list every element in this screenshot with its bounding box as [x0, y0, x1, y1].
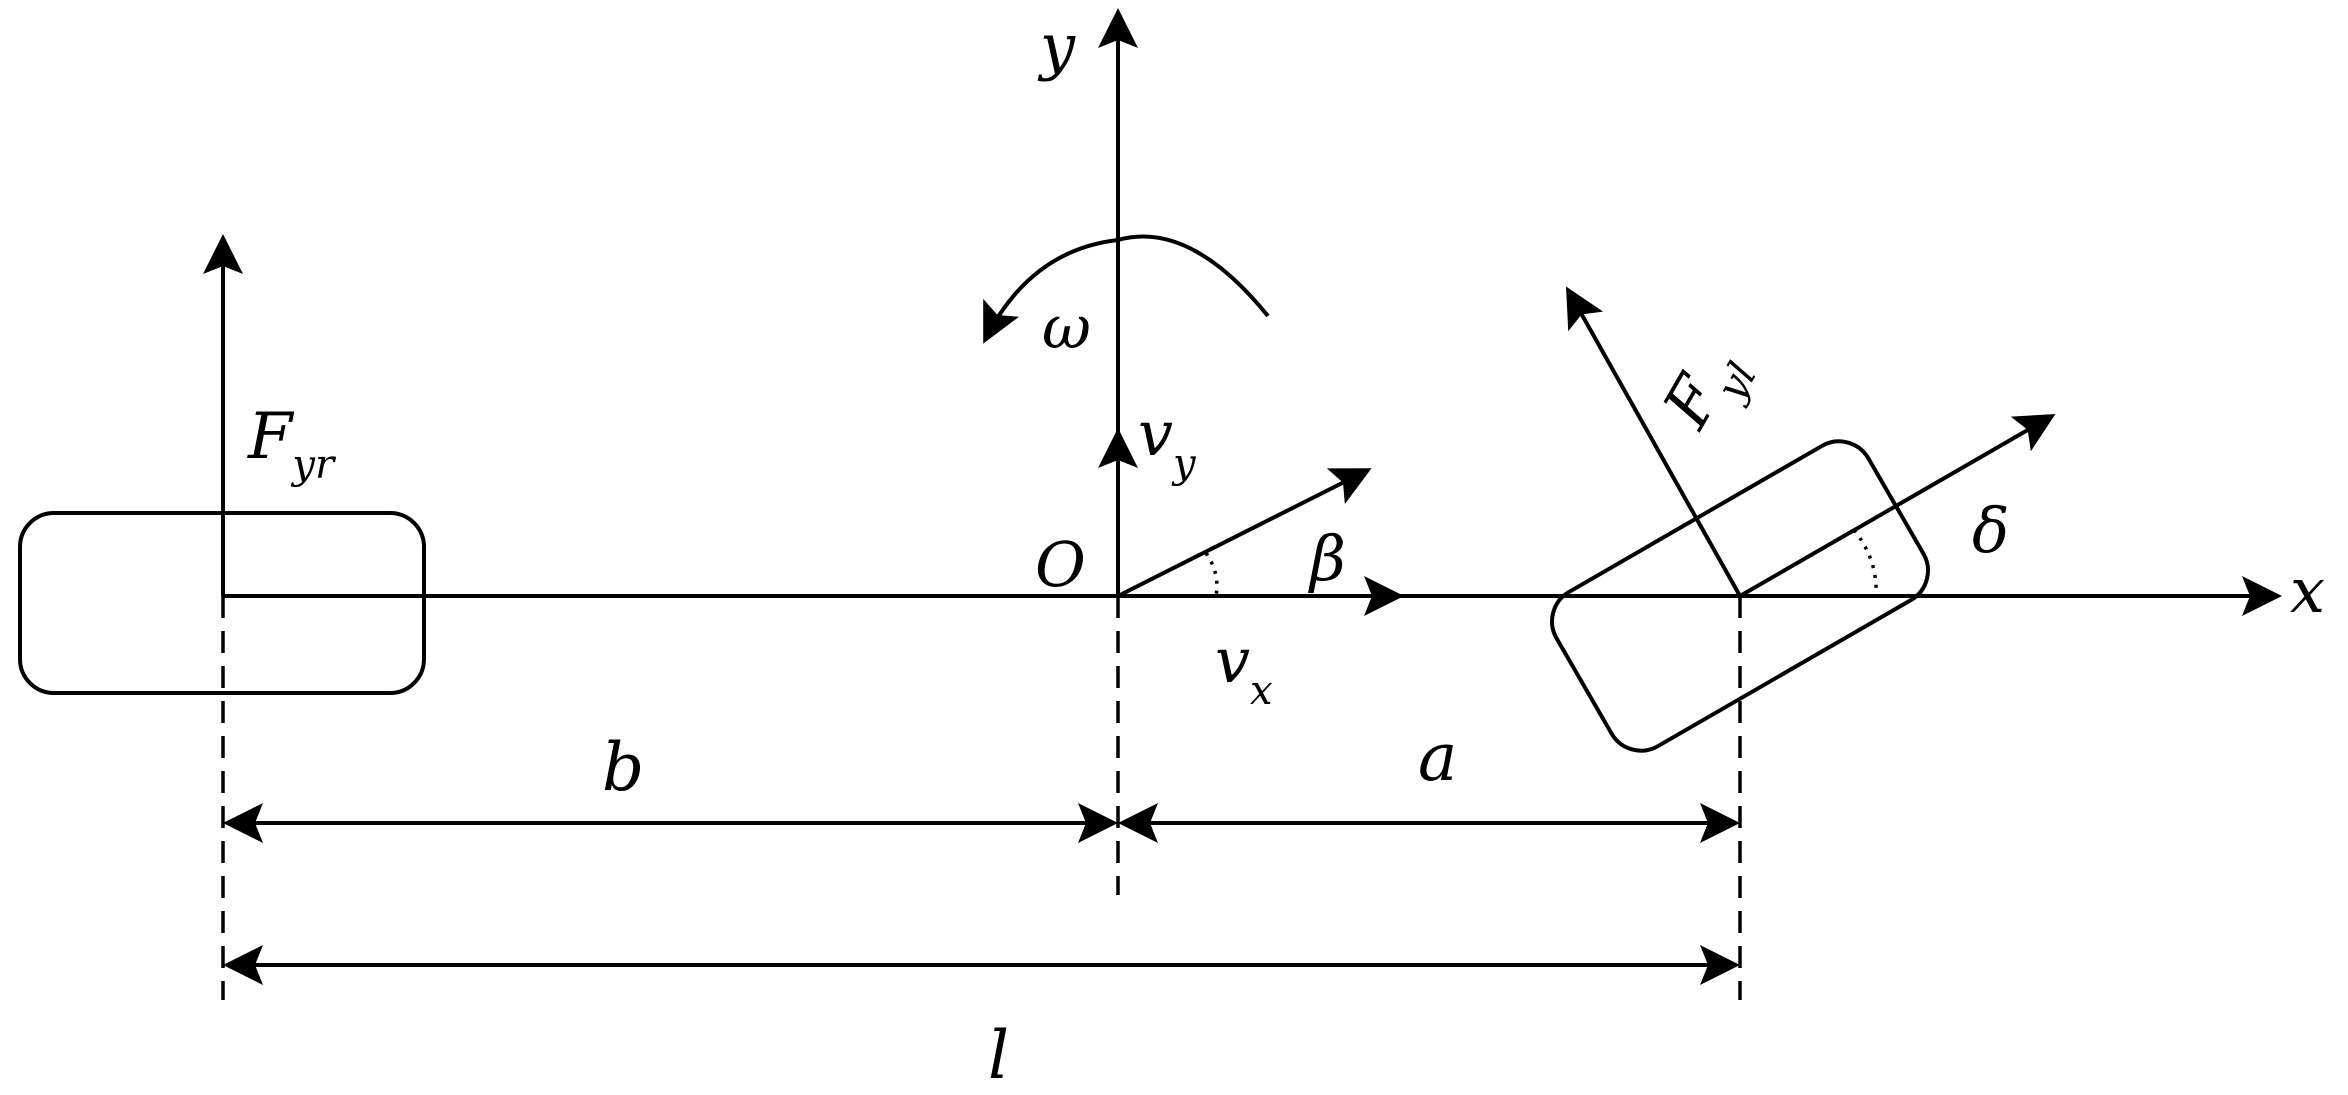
omega-label: ω: [1042, 293, 1091, 363]
y-axis-label: y: [1037, 10, 1076, 83]
delta-angle-arc: [1852, 528, 1878, 597]
delta-label: δ: [1972, 494, 2009, 567]
yaw-rate-arc: [983, 234, 1270, 344]
vy-label: vy: [1138, 397, 1197, 487]
rear-force-label: Fyr: [247, 400, 337, 488]
dimension-a-label: a: [1418, 719, 1457, 796]
front-wheel-heading-arrow: [1739, 414, 2056, 598]
front-lateral-force-arrow: [1566, 286, 1742, 597]
dimension-l-label: l: [988, 1017, 1009, 1094]
beta-label: β: [1308, 522, 1346, 595]
dimension-b-label: b: [602, 729, 644, 806]
x-axis-label: x: [2290, 554, 2325, 627]
beta-angle-arc: [1204, 551, 1219, 597]
velocity-vector: [1117, 468, 1372, 598]
origin-label: O: [1035, 528, 1086, 601]
vx-label: vx: [1215, 624, 1273, 714]
front-force-label: Fyl: [1649, 334, 1766, 448]
